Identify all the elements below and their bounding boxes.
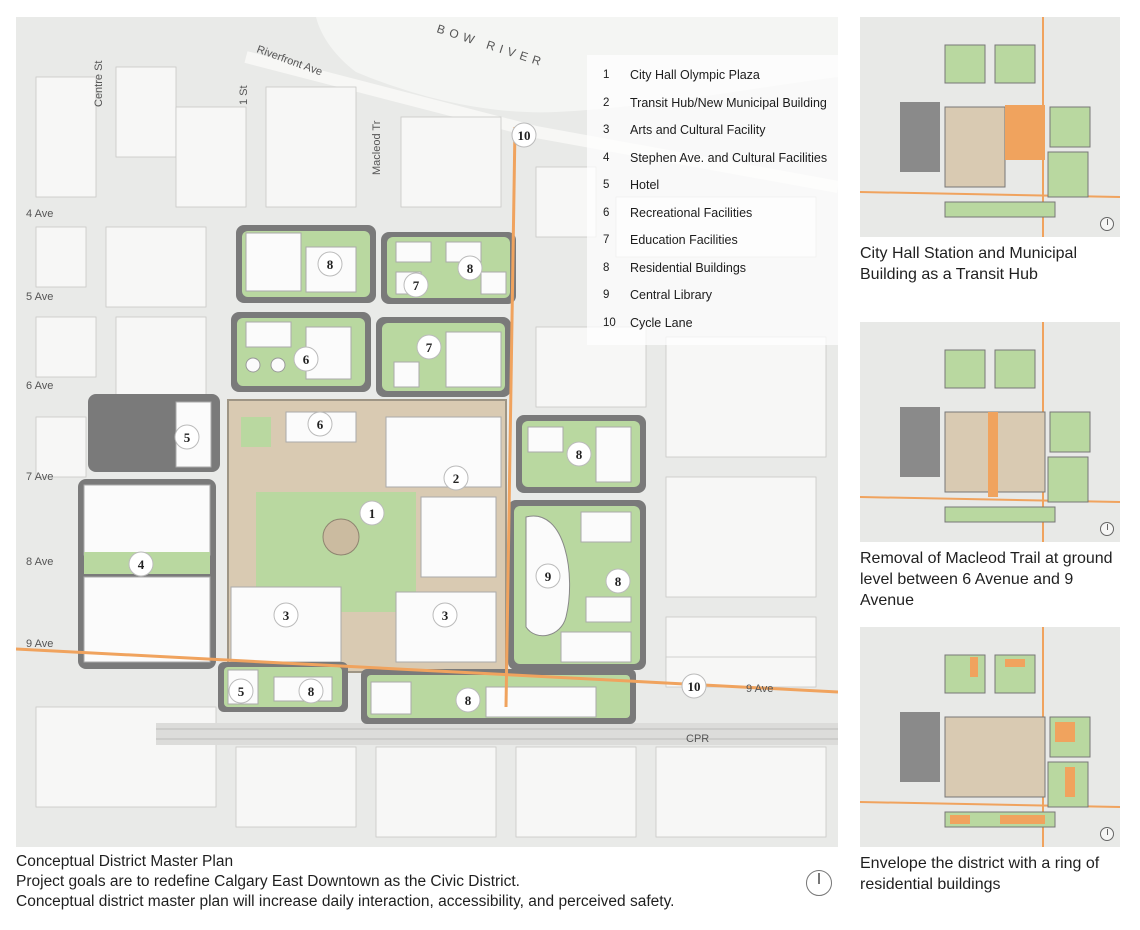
marker-8d: 8 [615, 574, 622, 589]
marker-1: 1 [369, 506, 376, 521]
marker-10a: 10 [518, 128, 531, 143]
marker-5a: 5 [184, 430, 191, 445]
marker-5b: 5 [238, 684, 245, 699]
marker-8f: 8 [465, 693, 472, 708]
master-plan-map: BOW RIVER Riverfront Ave Centre St 1 St … [16, 17, 838, 847]
thumbnail-caption-2: Removal of Macleod Trail at ground level… [860, 550, 1113, 609]
master-plan-caption: Conceptual District Master Plan Project … [16, 852, 806, 912]
marker-7b: 7 [426, 340, 433, 355]
label-6-ave: 6 Ave [26, 380, 53, 392]
north-arrow-icon [1100, 522, 1114, 536]
marker-4: 4 [138, 557, 145, 572]
thumbnail-transit-hub [860, 17, 1120, 237]
thumbnail-caption-1: City Hall Station and Municipal Building… [860, 245, 1077, 283]
marker-2: 2 [453, 471, 460, 486]
marker-3b: 3 [442, 608, 449, 623]
label-centre-st: Centre St [93, 61, 105, 107]
background-buildings [35, 66, 827, 838]
north-arrow-icon [1100, 217, 1114, 231]
label-cpr: CPR [686, 733, 709, 745]
marker-8c: 8 [576, 447, 583, 462]
caption-line-2: Conceptual district master plan will inc… [16, 893, 675, 910]
marker-8b: 8 [467, 261, 474, 276]
marker-10b: 10 [688, 679, 701, 694]
label-1-st: 1 St [238, 85, 250, 105]
north-arrow-icon [806, 870, 832, 896]
plan-markers: 8 8 7 6 7 5 6 2 1 8 4 9 8 3 3 5 8 8 10 1… [128, 122, 707, 713]
marker-9: 9 [545, 569, 552, 584]
label-9-ave-right: 9 Ave [746, 683, 773, 695]
thumbnail-caption-3: Envelope the district with a ring of res… [860, 855, 1100, 893]
cycle-lane-vertical [504, 126, 517, 708]
label-8-ave: 8 Ave [26, 556, 53, 568]
marker-7a: 7 [413, 278, 420, 293]
caption-title: Conceptual District Master Plan [16, 853, 234, 870]
label-5-ave: 5 Ave [26, 291, 53, 303]
marker-8e: 8 [308, 684, 315, 699]
label-7-ave: 7 Ave [26, 471, 53, 483]
label-4-ave: 4 Ave [26, 208, 53, 220]
label-macleod-tr: Macleod Tr [371, 120, 383, 175]
marker-3a: 3 [283, 608, 290, 623]
thumbnail-macleod-removal [860, 322, 1120, 542]
label-9-ave-left: 9 Ave [26, 638, 53, 650]
thumbnail-residential-ring [860, 627, 1120, 847]
north-arrow-icon [1100, 827, 1114, 841]
marker-6a: 6 [303, 352, 310, 367]
marker-6b: 6 [317, 417, 324, 432]
caption-line-1: Project goals are to redefine Calgary Ea… [16, 873, 520, 890]
marker-8a: 8 [327, 257, 334, 272]
